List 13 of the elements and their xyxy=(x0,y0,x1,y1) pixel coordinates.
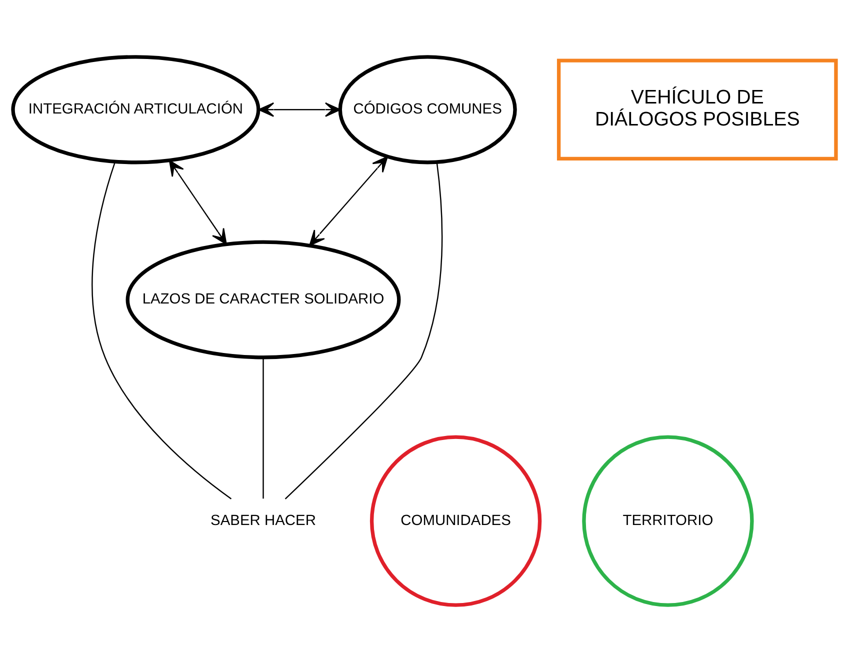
arrow xyxy=(168,160,227,245)
arrow xyxy=(309,156,388,246)
connector xyxy=(92,162,232,500)
node-ellipse: CÓDIGOS COMUNES xyxy=(338,55,517,164)
arrow xyxy=(258,102,341,117)
node-ellipse: LAZOS DE CARACTER SOLIDARIO xyxy=(126,240,401,360)
node-circle: TERRITORIO xyxy=(582,435,754,607)
connector xyxy=(284,162,443,500)
node-ellipse: INTEGRACIÓN ARTICULACIÓN xyxy=(11,55,260,164)
node-box: VEHÍCULO DE DIÁLOGOS POSIBLES xyxy=(556,58,838,161)
connector xyxy=(262,358,264,499)
node-circle: COMUNIDADES xyxy=(370,435,542,607)
node-text: SABER HACER xyxy=(210,512,316,529)
